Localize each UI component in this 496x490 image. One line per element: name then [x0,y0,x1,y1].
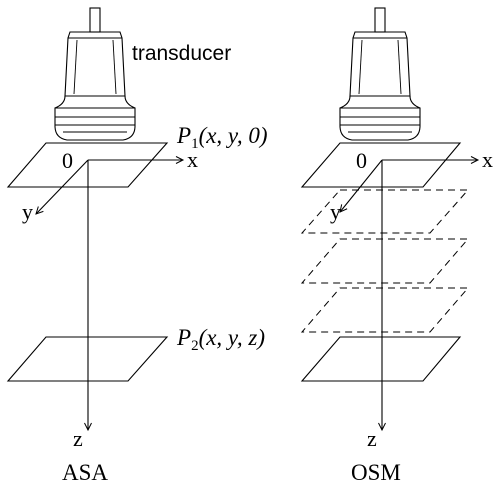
panel-asa: 0 x y z ASA [6,7,198,485]
panel-osm: 0 x y z OSM [300,7,493,485]
plane-label-p2: P2(x, y, z) [176,325,265,354]
y-axis-right [339,159,383,213]
dashed-plane-2 [300,238,470,284]
origin-label-right: 0 [356,148,367,173]
transducer-label: transducer [132,42,231,65]
x-axis-label-left: x [187,147,198,172]
p2-name: P [176,325,191,350]
dashed-plane-1 [300,189,470,234]
y-axis-left [35,159,89,215]
plane-bottom-right [300,336,462,382]
dashed-plane-3 [300,287,470,333]
z-axis-label-right: z [367,426,377,451]
p1-args: (x, y, 0) [199,123,268,148]
y-axis-label-left: y [22,199,33,224]
transducer-icon-right [339,7,421,141]
plane-label-p1: P1(x, y, 0) [176,123,268,152]
caption-asa: ASA [62,460,108,485]
plane-p1-left [6,142,169,188]
p2-subscript: 2 [191,338,199,354]
origin-label-left: 0 [62,148,73,173]
z-axis-label-left: z [73,426,83,451]
plane-top-right [300,142,462,188]
transducer-icon-left [54,7,136,141]
x-axis-label-right: x [482,147,493,172]
caption-osm: OSM [351,460,401,485]
p1-name: P [176,123,191,148]
y-axis-label-right: y [330,199,341,224]
p2-args: (x, y, z) [199,325,265,350]
plane-p2-left [6,336,169,382]
p1-subscript: 1 [191,136,199,152]
